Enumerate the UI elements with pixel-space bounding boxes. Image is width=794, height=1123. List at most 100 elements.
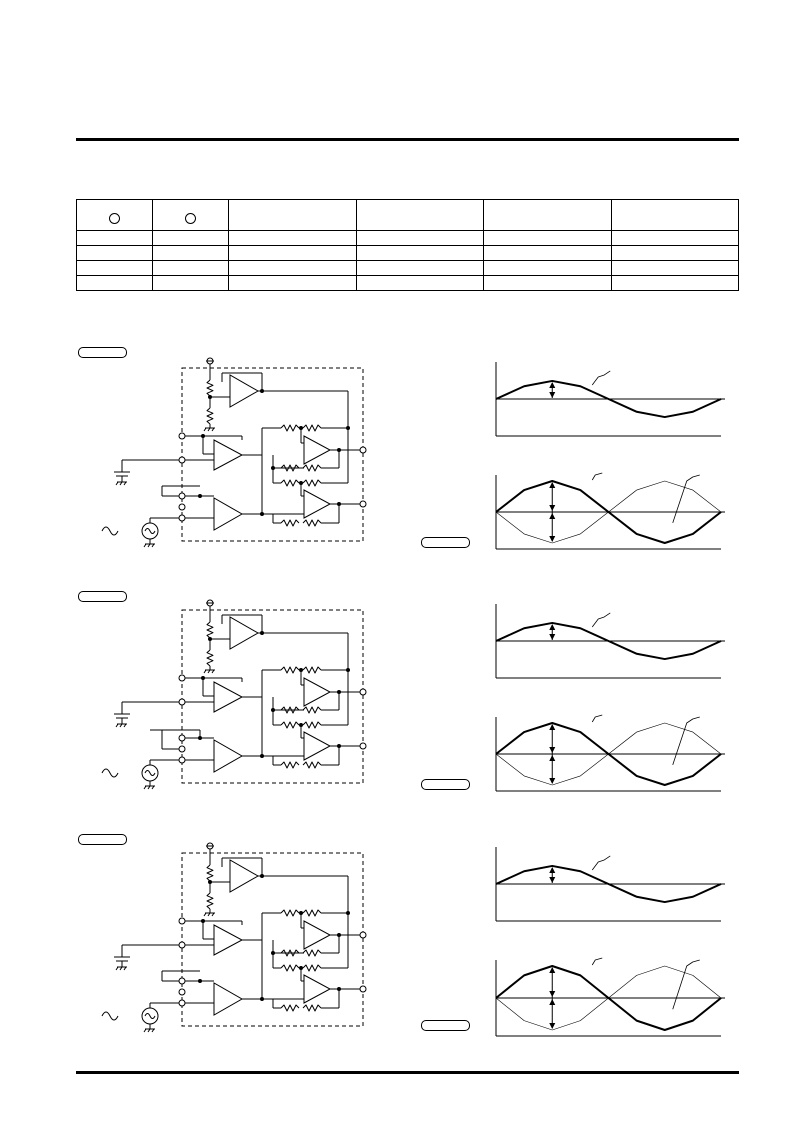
sine-wave-icon <box>101 768 119 778</box>
waveform-trace-bold <box>495 621 722 661</box>
op-amp-triangle <box>213 982 244 1016</box>
wire <box>143 1028 147 1033</box>
wire <box>115 966 119 971</box>
arrow-head <box>549 482 556 488</box>
callout-leader <box>591 714 603 723</box>
pin-terminal <box>178 999 186 1007</box>
footer-rule <box>76 1071 739 1074</box>
op-amp-triangle <box>303 731 332 761</box>
ic-boundary-dashed <box>181 609 364 784</box>
callout-leader <box>672 716 700 765</box>
pin-terminal <box>178 917 186 925</box>
table-row <box>76 275 739 291</box>
waveform-trace-thin <box>495 965 722 1031</box>
op-amp-triangle <box>229 616 260 650</box>
wire <box>143 785 147 790</box>
arrow-head <box>549 747 556 753</box>
pin-terminal <box>359 688 367 696</box>
wire <box>115 723 119 728</box>
waveform-panel <box>495 847 725 922</box>
wire <box>203 669 207 674</box>
resistor <box>302 964 322 972</box>
pin-connection-table <box>76 199 739 291</box>
callout-leader <box>591 472 603 481</box>
arrow-head <box>549 623 556 630</box>
callout-leader <box>672 474 700 523</box>
arrow-head <box>549 513 556 519</box>
arrow-head <box>549 724 556 730</box>
pin-terminal <box>178 674 186 682</box>
figure-tag-3 <box>78 834 127 845</box>
resistor <box>302 464 322 472</box>
resistor <box>280 464 300 472</box>
table-cell <box>610 275 739 291</box>
figure-tag-1 <box>78 347 127 358</box>
sine-glyph <box>144 528 156 534</box>
ic-boundary-dashed <box>181 852 364 1027</box>
resistor <box>206 407 214 425</box>
wire <box>119 966 123 971</box>
resistor <box>302 666 322 674</box>
waveform-trace-thin <box>495 480 722 544</box>
resistor <box>302 706 322 714</box>
resistor <box>206 892 214 910</box>
arrow-head <box>549 1023 556 1029</box>
wire <box>203 912 207 917</box>
waveform-panel <box>495 714 725 792</box>
resistor <box>302 479 322 487</box>
circuit-schematic <box>101 357 367 548</box>
sine-glyph <box>144 770 156 776</box>
arrow-head <box>549 755 556 761</box>
junction-dot <box>271 466 275 470</box>
arrow-head <box>549 381 556 388</box>
resistor <box>206 864 214 882</box>
resistor <box>280 964 300 972</box>
sine-wave-icon <box>101 1011 119 1021</box>
op-amp-triangle <box>303 435 332 465</box>
resistor <box>280 424 300 432</box>
op-amp-triangle <box>229 859 260 893</box>
waveform-panel <box>495 957 725 1037</box>
pin-terminal <box>178 745 186 753</box>
arrow-head <box>549 866 556 873</box>
pin-circle-icon <box>109 213 120 224</box>
resistor <box>280 666 300 674</box>
op-amp-triangle <box>303 974 332 1004</box>
pin-terminal <box>178 988 186 996</box>
pin-terminal <box>178 514 186 522</box>
wire <box>211 669 215 674</box>
sine-wave-icon <box>101 526 119 536</box>
wire <box>147 543 151 548</box>
pin-terminal <box>178 503 186 511</box>
table-header-cell <box>610 199 739 231</box>
pin-terminal <box>359 985 367 993</box>
resistor <box>280 479 300 487</box>
pin-terminal <box>359 446 367 454</box>
wire <box>151 543 155 548</box>
table-row <box>76 260 739 276</box>
resistor <box>302 949 322 957</box>
wire <box>151 785 155 790</box>
resistor <box>302 1004 322 1012</box>
op-amp-triangle <box>213 439 244 471</box>
op-amp-triangle <box>213 497 244 531</box>
header-rule <box>76 138 739 141</box>
wire <box>147 785 151 790</box>
pin-terminal <box>178 432 186 440</box>
resistor <box>280 1004 300 1012</box>
resistor <box>280 949 300 957</box>
resistor <box>280 706 300 714</box>
resistor <box>302 761 322 769</box>
pin-terminal <box>359 742 367 750</box>
resistor <box>302 519 322 527</box>
circuit-schematic <box>101 599 367 790</box>
op-amp-triangle <box>213 681 244 713</box>
waveform-trace-bold <box>495 379 722 419</box>
resistor <box>206 649 214 667</box>
pin-terminal <box>178 456 186 464</box>
wire <box>115 481 119 486</box>
resistor <box>206 379 214 397</box>
waveform-trace-thin <box>495 722 722 786</box>
figure-tag-2 <box>78 591 127 602</box>
